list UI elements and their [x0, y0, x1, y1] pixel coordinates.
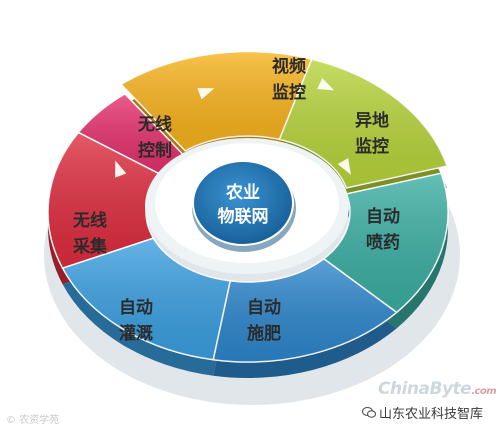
hub-label-line1: 农业 [225, 182, 260, 203]
account-name: 山东农业科技智库 [379, 407, 484, 422]
segment-gloss-remote [279, 59, 447, 188]
segment-gloss-video [121, 51, 312, 151]
source-watermark: © 农资学苑 [6, 411, 59, 426]
brand-suffix: Byte [429, 379, 472, 399]
flow-arrow-2 [317, 78, 335, 91]
segment-label-remote-line1: 异地 [355, 110, 389, 131]
flow-arrows [115, 78, 351, 178]
flow-arrow-3 [337, 158, 351, 175]
segment-label-spray-line1: 自动 [366, 206, 400, 227]
segment-gloss-control [78, 93, 186, 175]
segment-gloss-collect [48, 132, 162, 269]
account-watermark: 山东农业科技智库 [361, 403, 484, 422]
brand-tld: .com [471, 386, 497, 397]
brand-prefix: China [378, 379, 430, 399]
segment-label-video-line2: 监控 [272, 82, 306, 103]
wechat-icon [361, 406, 377, 418]
segment-label-remote-line2: 监控 [355, 136, 389, 157]
segment-gloss-spray [323, 173, 449, 313]
segment-label-fertilize-line1: 自动 [247, 297, 281, 318]
segment-label-fertilize-line2: 施肥 [247, 323, 281, 344]
source-watermark-text: © 农资学苑 [6, 415, 60, 426]
segment-label-video-line1: 视频 [272, 56, 306, 77]
hub-label-line2: 物联网 [218, 206, 269, 227]
segment-label-control-line1: 无线 [137, 114, 172, 135]
segment-label-spray-line2: 喷药 [366, 232, 400, 253]
flow-arrow-4 [115, 160, 127, 178]
segment-label-control-line2: 控制 [138, 140, 172, 161]
segment-label-irrigate-line2: 灌溉 [119, 323, 153, 344]
segment-label-collect-line1: 无线 [72, 210, 107, 231]
segment-label-collect-line2: 采集 [72, 236, 108, 257]
segment-label-irrigate-line1: 自动 [119, 297, 153, 318]
hub-circle [192, 160, 294, 246]
brand-watermark: ChinaByte.com [378, 379, 497, 399]
segment-gloss-irrigate [62, 238, 231, 360]
ring-segments [47, 50, 449, 363]
segment-gloss-fertilize [213, 258, 397, 362]
flow-arrow-1 [197, 88, 215, 100]
